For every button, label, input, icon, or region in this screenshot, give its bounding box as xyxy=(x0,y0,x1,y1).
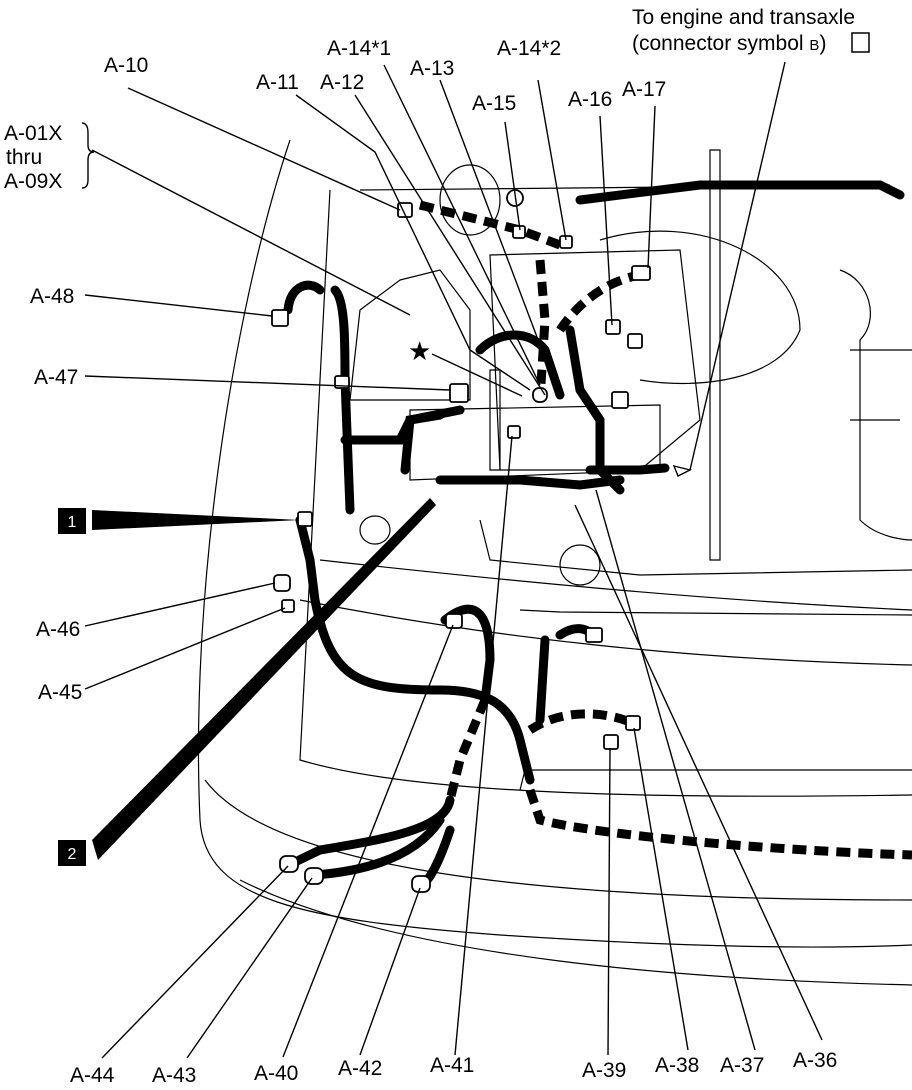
callout-a44: A-44 xyxy=(70,1064,115,1087)
wire-harness xyxy=(283,180,912,890)
view-marker-2: 2 xyxy=(58,498,436,866)
callout-a01x: A-01X xyxy=(4,122,62,145)
engine-note-line1: To engine and transaxle xyxy=(632,6,855,29)
callout-a14-2: A-14*2 xyxy=(497,37,561,60)
callout-a47: A-47 xyxy=(34,366,78,389)
callout-a36: A-36 xyxy=(793,1049,837,1072)
callout-a16: A-16 xyxy=(568,88,612,111)
callout-a09x: A-09X xyxy=(4,170,62,193)
callout-a38: A-38 xyxy=(655,1054,699,1077)
callout-a40: A-40 xyxy=(254,1062,298,1085)
callout-a48: A-48 xyxy=(30,285,74,308)
connectors xyxy=(271,189,651,893)
callout-a45: A-45 xyxy=(38,681,82,704)
callout-a17: A-17 xyxy=(622,78,666,101)
callout-a37: A-37 xyxy=(720,1054,764,1077)
callout-a41: A-41 xyxy=(430,1054,474,1077)
callout-labels: A-10 A-11 A-12 A-14*1 A-13 A-14*2 A-15 A… xyxy=(4,6,870,1087)
leader-lines xyxy=(81,61,823,1059)
view-marker-1: 1 xyxy=(58,508,300,534)
view-marker-2-label: 2 xyxy=(68,846,77,863)
callout-a13: A-13 xyxy=(410,57,454,80)
callout-a11: A-11 xyxy=(256,71,299,94)
callout-a15: A-15 xyxy=(472,92,516,115)
callout-a14-1: A-14*1 xyxy=(327,37,391,60)
callout-a39: A-39 xyxy=(582,1059,626,1082)
callout-a46: A-46 xyxy=(36,618,80,641)
engine-note-line2: (connector symbol B) xyxy=(632,32,826,55)
view-marker-1-label: 1 xyxy=(68,514,77,531)
callout-a43: A-43 xyxy=(152,1064,196,1087)
callout-a10: A-10 xyxy=(104,54,148,77)
callout-a42: A-42 xyxy=(338,1057,382,1080)
star-marker: ★ xyxy=(408,336,431,366)
callout-thru: thru xyxy=(6,146,42,169)
callout-a12: A-12 xyxy=(320,71,364,94)
